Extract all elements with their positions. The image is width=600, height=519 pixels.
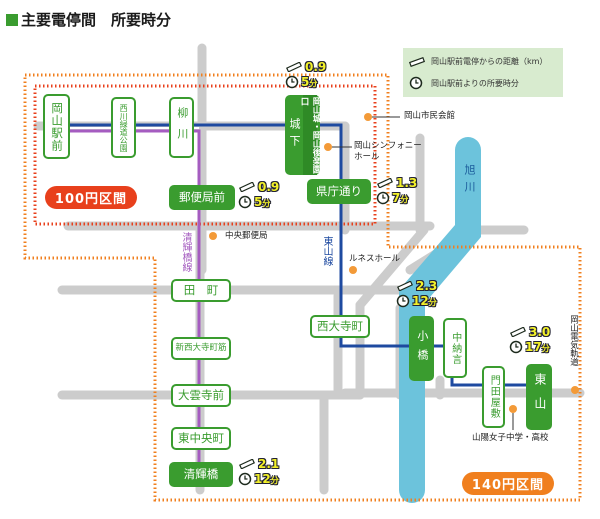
info-seikibashi: 2.1 12分 xyxy=(238,457,279,486)
time-unit: 分 xyxy=(309,79,318,88)
clock-icon xyxy=(285,75,299,89)
station-saidaijicho[interactable]: 西大寺町 xyxy=(310,315,370,338)
legend-box: 岡山駅前電停からの距離（km） 岡山駅前よりの所要時分 xyxy=(403,48,563,97)
time-unit: 分 xyxy=(400,195,409,204)
station-nishigawa[interactable]: 西川緑道公園 xyxy=(111,97,136,158)
distance-value: 2.1 xyxy=(258,457,280,471)
title-square-icon xyxy=(6,13,18,26)
zone-100-badge: 100円区間 xyxy=(45,186,137,209)
ruler-icon xyxy=(377,178,393,188)
seikibashi-line xyxy=(60,129,201,480)
distance-value: 1.3 xyxy=(396,176,418,190)
landmark-okayama-denki: 岡山電気軌道 xyxy=(568,315,579,366)
ruler-icon xyxy=(239,182,255,192)
title-text: 主要電停間 所要時分 xyxy=(21,11,172,29)
clock-icon xyxy=(409,76,423,90)
legend-distance-label: 岡山駅前電停からの距離（km） xyxy=(431,57,548,66)
ruler-icon xyxy=(397,281,413,291)
time-value: 7 xyxy=(392,191,401,205)
station-shiroshita[interactable]: 城下 岡山城・岡山後楽園口 xyxy=(285,95,321,175)
station-yanagawa[interactable]: 柳川 xyxy=(169,97,194,158)
station-daiunjimae[interactable]: 大雲寺前 xyxy=(171,384,231,407)
ruler-icon xyxy=(286,62,302,72)
landmark-dot xyxy=(349,266,357,274)
landmark-chuo-yubinkyoku: 中央郵便局 xyxy=(225,231,268,241)
river-label: 旭川 xyxy=(463,164,476,198)
landmark-sanyo-school: 山陽女子中学・高校 xyxy=(472,433,549,443)
station-higashiyama[interactable]: 東山 xyxy=(526,364,552,430)
time-unit: 分 xyxy=(428,298,437,307)
info-kobashi: 2.3 12分 xyxy=(396,279,437,308)
distance-value: 0.9 xyxy=(258,180,280,194)
page-title: 主要電停間 所要時分 xyxy=(6,9,171,30)
landmark-runesu-hall: ルネスホール xyxy=(349,254,401,264)
time-unit: 分 xyxy=(541,344,550,353)
station-seikibashi[interactable]: 清輝橋 xyxy=(169,462,233,487)
ruler-icon xyxy=(239,459,255,469)
distance-value: 3.0 xyxy=(529,325,551,339)
clock-icon xyxy=(238,472,252,486)
ruler-icon xyxy=(510,327,526,337)
info-shiroshita: 0.9 5分 xyxy=(285,60,326,89)
time-value: 17 xyxy=(525,340,542,354)
landmark-dot xyxy=(509,405,517,413)
station-tamachi[interactable]: 田 町 xyxy=(171,279,231,302)
legend-time-label: 岡山駅前よりの所要時分 xyxy=(431,78,519,88)
time-value: 12 xyxy=(412,294,429,308)
landmark-dot xyxy=(324,143,332,151)
station-kobashi[interactable]: 小橋 xyxy=(409,316,434,381)
time-value: 5 xyxy=(254,195,263,209)
clock-icon xyxy=(396,294,410,308)
station-nakanosho[interactable]: 中納言 xyxy=(443,318,467,378)
info-yubinkyokumae: 0.9 5分 xyxy=(238,180,279,209)
landmark-dot xyxy=(571,386,579,394)
landmark-dot xyxy=(209,232,217,240)
time-unit: 分 xyxy=(262,199,271,208)
station-yubinkyokumae[interactable]: 郵便局前 xyxy=(169,185,235,210)
seikibashi-line-label: 清輝橋線 xyxy=(180,232,191,272)
zone-140-boundary xyxy=(23,73,582,502)
info-higashiyama: 3.0 17分 xyxy=(509,325,550,354)
station-higashichuocho[interactable]: 東中央町 xyxy=(171,427,231,450)
station-kadotayashiki[interactable]: 門田屋敷 xyxy=(482,366,505,428)
station-kenchodori[interactable]: 県庁通り xyxy=(307,179,371,204)
station-okayama-ekimae[interactable]: 岡山駅前 xyxy=(43,94,70,159)
road xyxy=(355,225,429,310)
clock-icon xyxy=(509,340,523,354)
zone-140-badge: 140円区間 xyxy=(462,472,554,495)
landmark-dot xyxy=(364,113,372,121)
station-shin-saidaiji[interactable]: 新西大寺町筋 xyxy=(171,337,231,360)
landmark-shimin-kaikan: 岡山市民会館 xyxy=(404,111,456,121)
station-shiroshita-sublabel: 岡山城・岡山後楽園口 xyxy=(299,95,321,175)
info-kenchodori: 1.3 7分 xyxy=(376,176,417,205)
higashiyama-line-label: 東山線 xyxy=(321,236,332,266)
zone-100-boundary xyxy=(33,84,377,226)
time-value: 12 xyxy=(254,472,271,486)
distance-value: 2.3 xyxy=(416,279,438,293)
ruler-icon xyxy=(409,56,425,67)
asahi-river xyxy=(399,137,481,503)
landmark-symphony-hall: 岡山シンフォニー ホール xyxy=(354,141,422,162)
time-unit: 分 xyxy=(270,476,279,485)
clock-icon xyxy=(238,195,252,209)
time-value: 5 xyxy=(301,75,310,89)
distance-value: 0.9 xyxy=(305,60,327,74)
station-shiroshita-label: 城下 xyxy=(288,118,301,152)
clock-icon xyxy=(376,191,390,205)
